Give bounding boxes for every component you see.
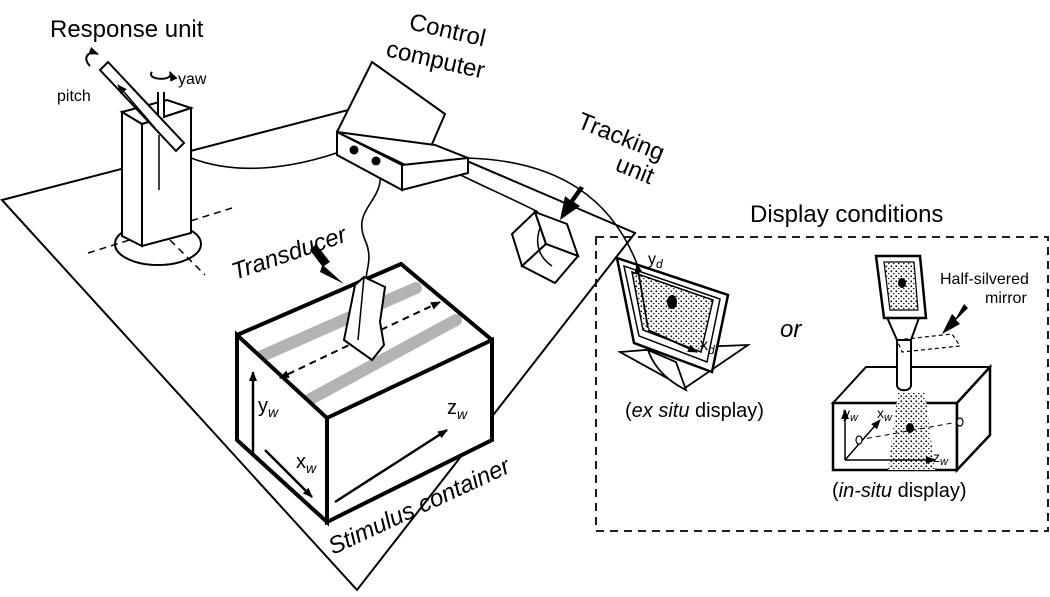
in-situ-port-right: [956, 417, 964, 427]
container-stripe-1: [256, 282, 422, 362]
yaw-rotation-arrow: [149, 71, 178, 82]
xd-axis-arrow: [647, 329, 698, 353]
mirror-pointer-arrow: [942, 304, 968, 334]
half-silvered-label-line1: Half-silvered: [940, 271, 1029, 288]
tracking-unit: Tracking unit: [510, 108, 668, 285]
in-situ-xw-label: xw: [877, 405, 893, 424]
computer-port-2: [371, 156, 381, 166]
response-unit: Response unit pitch yaw: [50, 16, 233, 276]
ex-situ-monitor: yd xd (ex situ display): [615, 251, 764, 422]
in-situ-box-side: [955, 363, 992, 474]
in-situ-dashed-axis: [857, 421, 959, 441]
yd-axis-label: yd: [648, 251, 663, 271]
table-surface: [0, 108, 637, 592]
tracking-pointer-arrow: [560, 186, 584, 220]
in-situ-port-left: [855, 435, 863, 445]
zw-axis-arrow: [334, 428, 448, 504]
yw-axis-label: yw: [258, 395, 279, 420]
response-box-top: [119, 98, 195, 126]
transducer-edge: [357, 276, 365, 341]
monitor-stand: [646, 348, 688, 392]
xd-axis-label: xd: [700, 337, 715, 357]
monitor-target-dot: [667, 295, 677, 309]
xw-axis-label: xw: [296, 451, 317, 476]
yd-axis-arrow: [634, 263, 649, 329]
cable-response-to-computer: [190, 149, 346, 170]
container-side: [325, 336, 494, 526]
xw-axis-arrow: [264, 449, 313, 498]
response-dashed-axis-2: [169, 239, 206, 276]
half-silvered-label-line2: mirror: [985, 290, 1027, 307]
container-stripe-2: [299, 314, 462, 408]
yaw-label: yaw: [178, 71, 207, 88]
in-situ-display: yw xw zw Half-silvered mirror (in-situ d…: [830, 254, 1029, 502]
response-unit-label: Response unit: [50, 16, 204, 43]
response-box-front: [121, 110, 143, 248]
tracker-lens-curve: [536, 227, 553, 267]
container-top-outline: [236, 261, 494, 342]
pitch-label: pitch: [57, 88, 91, 105]
transducer-body: [342, 275, 387, 362]
pitch-handle-arrow: [117, 84, 156, 129]
display-conditions-panel: [595, 236, 1049, 532]
in-situ-yw-label: yw: [843, 405, 859, 424]
computer-base-side: [401, 156, 469, 192]
in-situ-zw-label: zw: [933, 449, 949, 468]
projector-head-dot: [898, 278, 906, 288]
tracker-bottom: [520, 242, 580, 285]
pitch-rotation-arrow: [85, 46, 99, 67]
half-silvered-mirror: [896, 333, 962, 353]
cable-computer-to-transducer: [360, 161, 382, 283]
in-situ-caption: (in-situ display): [832, 480, 967, 502]
or-label: or: [780, 316, 802, 343]
zw-axis-label: zw: [447, 397, 468, 422]
control-computer: Control computer: [335, 9, 488, 192]
transducer-pointer-arrow: [310, 244, 344, 284]
display-conditions-title: Display conditions: [750, 201, 943, 228]
computer-port-1: [349, 145, 359, 155]
ex-situ-caption: (ex situ display): [625, 400, 764, 422]
